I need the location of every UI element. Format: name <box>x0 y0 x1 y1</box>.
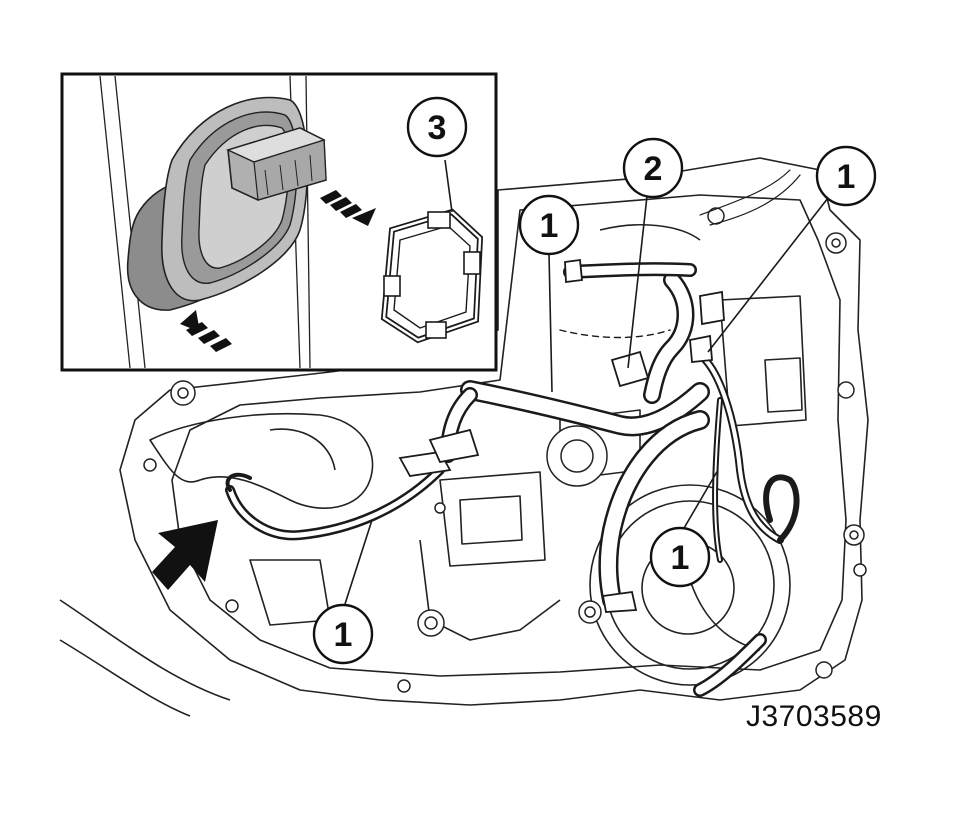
leader-lines <box>344 195 829 605</box>
harness-clips <box>398 258 725 613</box>
figure-id: J3703589 <box>746 700 882 733</box>
callout-1-top-center: 1 <box>518 194 580 256</box>
callout-label: 1 <box>671 539 690 577</box>
callout-1-right-lower: 1 <box>649 526 711 588</box>
callout-label: 2 <box>644 150 663 188</box>
callout-label: 1 <box>837 158 856 196</box>
callout-label: 1 <box>334 616 353 654</box>
wiring-harness <box>225 169 801 697</box>
mounting-holes <box>143 207 867 693</box>
callout-1-bottom-left: 1 <box>312 603 374 665</box>
callout-1-top-right: 1 <box>815 145 877 207</box>
callout-label: 1 <box>540 207 559 245</box>
direction-arrow <box>152 520 218 590</box>
callout-label: 3 <box>428 109 447 147</box>
callout-3-inset: 3 <box>406 96 468 158</box>
callout-2-top: 2 <box>622 137 684 199</box>
